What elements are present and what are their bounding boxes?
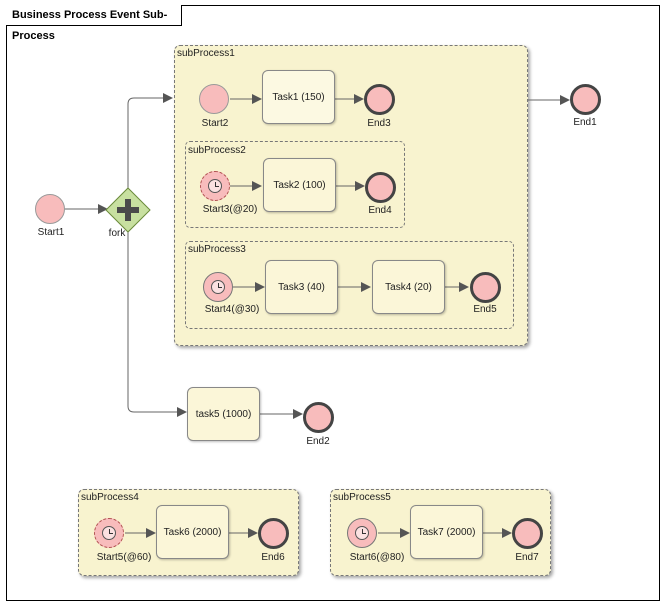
- end7-event[interactable]: [512, 518, 543, 549]
- task4-activity[interactable]: Task4 (20): [372, 260, 445, 314]
- start1-event[interactable]: [35, 194, 65, 224]
- end3-event[interactable]: [364, 84, 395, 115]
- parallel-gateway-icon[interactable]: [105, 187, 151, 233]
- start1-label: Start1: [37, 227, 65, 238]
- end3-label: End3: [367, 118, 391, 129]
- end6-label: End6: [261, 552, 285, 563]
- timer-clock-icon: [355, 526, 369, 540]
- end5-label: End5: [473, 304, 497, 315]
- diagram-title: Business Process Event Sub-Process: [6, 5, 182, 42]
- task1-activity[interactable]: Task1 (150): [262, 70, 335, 124]
- end6-event[interactable]: [258, 518, 289, 549]
- subprocess-2-label: subProcess2: [188, 145, 246, 156]
- task5-activity[interactable]: task5 (1000): [187, 387, 260, 441]
- subprocess-4-label: subProcess4: [81, 492, 139, 503]
- start2-event[interactable]: [199, 84, 229, 114]
- start4-label: Start4(@30): [204, 304, 260, 315]
- end2-label: End2: [306, 436, 330, 447]
- timer-clock-icon: [211, 280, 225, 294]
- flow-fork-subprocess1: [127, 93, 173, 190]
- start6-timer-event[interactable]: [347, 518, 377, 548]
- start5-timer-event[interactable]: [94, 518, 124, 548]
- end5-event[interactable]: [470, 272, 501, 303]
- task2-activity[interactable]: Task2 (100): [263, 158, 336, 212]
- task3-activity[interactable]: Task3 (40): [265, 260, 338, 314]
- start4-timer-event[interactable]: [203, 272, 233, 302]
- flow-fork-task5: [127, 230, 187, 417]
- diagram-frame: [6, 5, 660, 601]
- start6-label: Start6(@80): [349, 552, 405, 563]
- end1-label: End1: [573, 117, 597, 128]
- start3-label: Start3(@20): [202, 204, 258, 215]
- task7-activity[interactable]: Task7 (2000): [410, 505, 483, 559]
- subprocess-1-label: subProcess1: [177, 48, 235, 59]
- start3-timer-event[interactable]: [200, 171, 230, 201]
- task6-activity[interactable]: Task6 (2000): [156, 505, 229, 559]
- end1-event[interactable]: [570, 84, 601, 115]
- end4-event[interactable]: [365, 172, 396, 203]
- end2-event[interactable]: [303, 402, 334, 433]
- end7-label: End7: [515, 552, 539, 563]
- fork-label: fork: [108, 228, 126, 239]
- start5-label: Start5(@60): [96, 552, 152, 563]
- start2-label: Start2: [201, 118, 229, 129]
- timer-clock-icon: [102, 526, 116, 540]
- subprocess-5-label: subProcess5: [333, 492, 391, 503]
- end4-label: End4: [368, 205, 392, 216]
- timer-clock-icon: [208, 179, 222, 193]
- subprocess-3-label: subProcess3: [188, 244, 246, 255]
